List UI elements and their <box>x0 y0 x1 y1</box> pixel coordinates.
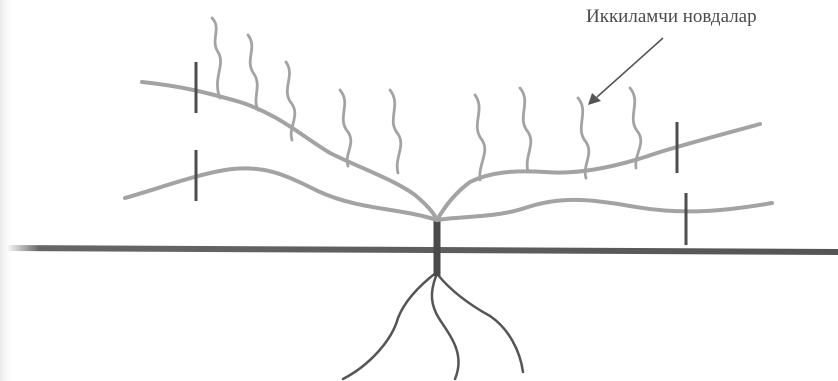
cordons <box>125 82 772 220</box>
secondary-shoots-label: Иккиламчи новдалар <box>586 6 757 28</box>
trellis-wire <box>6 248 838 252</box>
shoot-5 <box>390 90 401 173</box>
secondary-shoots <box>212 18 641 180</box>
annotation-arrow <box>588 38 663 105</box>
page-edge-shade <box>0 0 14 381</box>
shoot-7 <box>520 88 531 172</box>
shoot-2 <box>248 35 258 110</box>
shoot-1 <box>212 18 221 98</box>
shoot-9 <box>630 88 641 168</box>
shoot-8 <box>578 98 589 178</box>
shoot-4 <box>340 90 351 166</box>
shoot-6 <box>475 95 485 180</box>
roots <box>343 272 523 379</box>
